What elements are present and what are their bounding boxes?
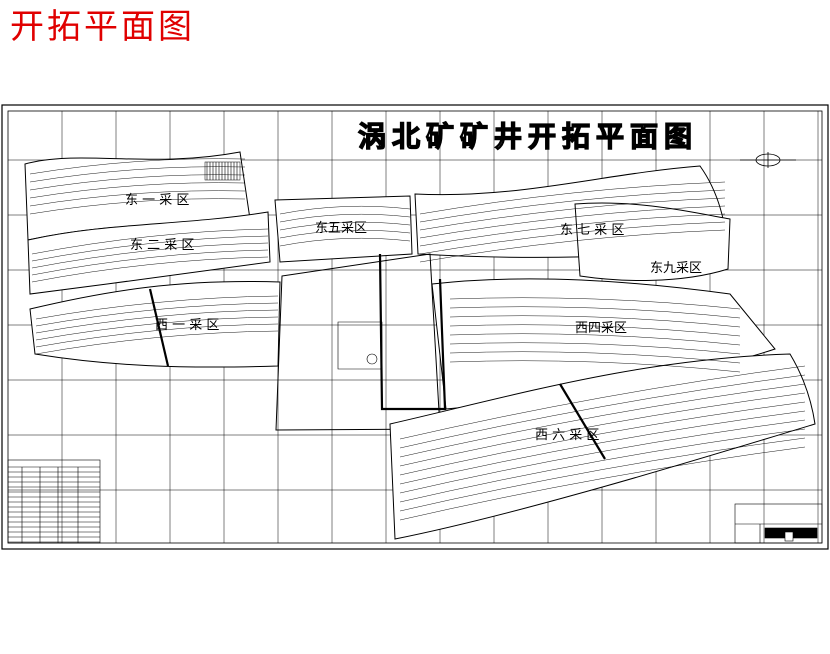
zone-east2-boundary xyxy=(27,211,271,295)
zone-west6-label: 西 六 采 区 xyxy=(535,428,599,443)
west1-roadway xyxy=(148,288,170,367)
legend-table xyxy=(7,459,101,544)
zone-east9-boundary xyxy=(574,202,731,281)
zone-east5-boundary xyxy=(274,195,413,263)
north-arrow-icon xyxy=(740,152,796,168)
zone-east1-label: 东 一 采 区 xyxy=(125,193,189,208)
main-roadway xyxy=(378,253,447,411)
zone-east9-label: 东九采区 xyxy=(650,261,702,276)
zone-west4-label: 西四采区 xyxy=(575,321,627,336)
hatched-block xyxy=(204,161,241,181)
zone-east7-label: 东 七 采 区 xyxy=(560,223,624,238)
zone-east5-label: 东五采区 xyxy=(315,221,367,236)
mine-development-plan: 涡北矿矿井开拓平面图 东 一 采 区 东 二 采 区 东五采区 东 七 采 区 … xyxy=(1,104,829,550)
shaft-yard xyxy=(337,321,383,370)
drawing-title: 涡北矿矿井开拓平面图 xyxy=(358,120,698,153)
zone-east2-label: 东 二 采 区 xyxy=(130,238,194,253)
contour-lines xyxy=(29,158,806,521)
zone-west1-label: 西 一 采 区 xyxy=(155,318,219,333)
inner-frame xyxy=(7,110,823,544)
title-block xyxy=(734,503,823,544)
shaft-icon xyxy=(366,353,378,365)
page-heading: 开拓平面图 xyxy=(10,7,195,47)
zone-west6-boundary xyxy=(389,353,816,540)
west6-roadway xyxy=(559,383,606,460)
